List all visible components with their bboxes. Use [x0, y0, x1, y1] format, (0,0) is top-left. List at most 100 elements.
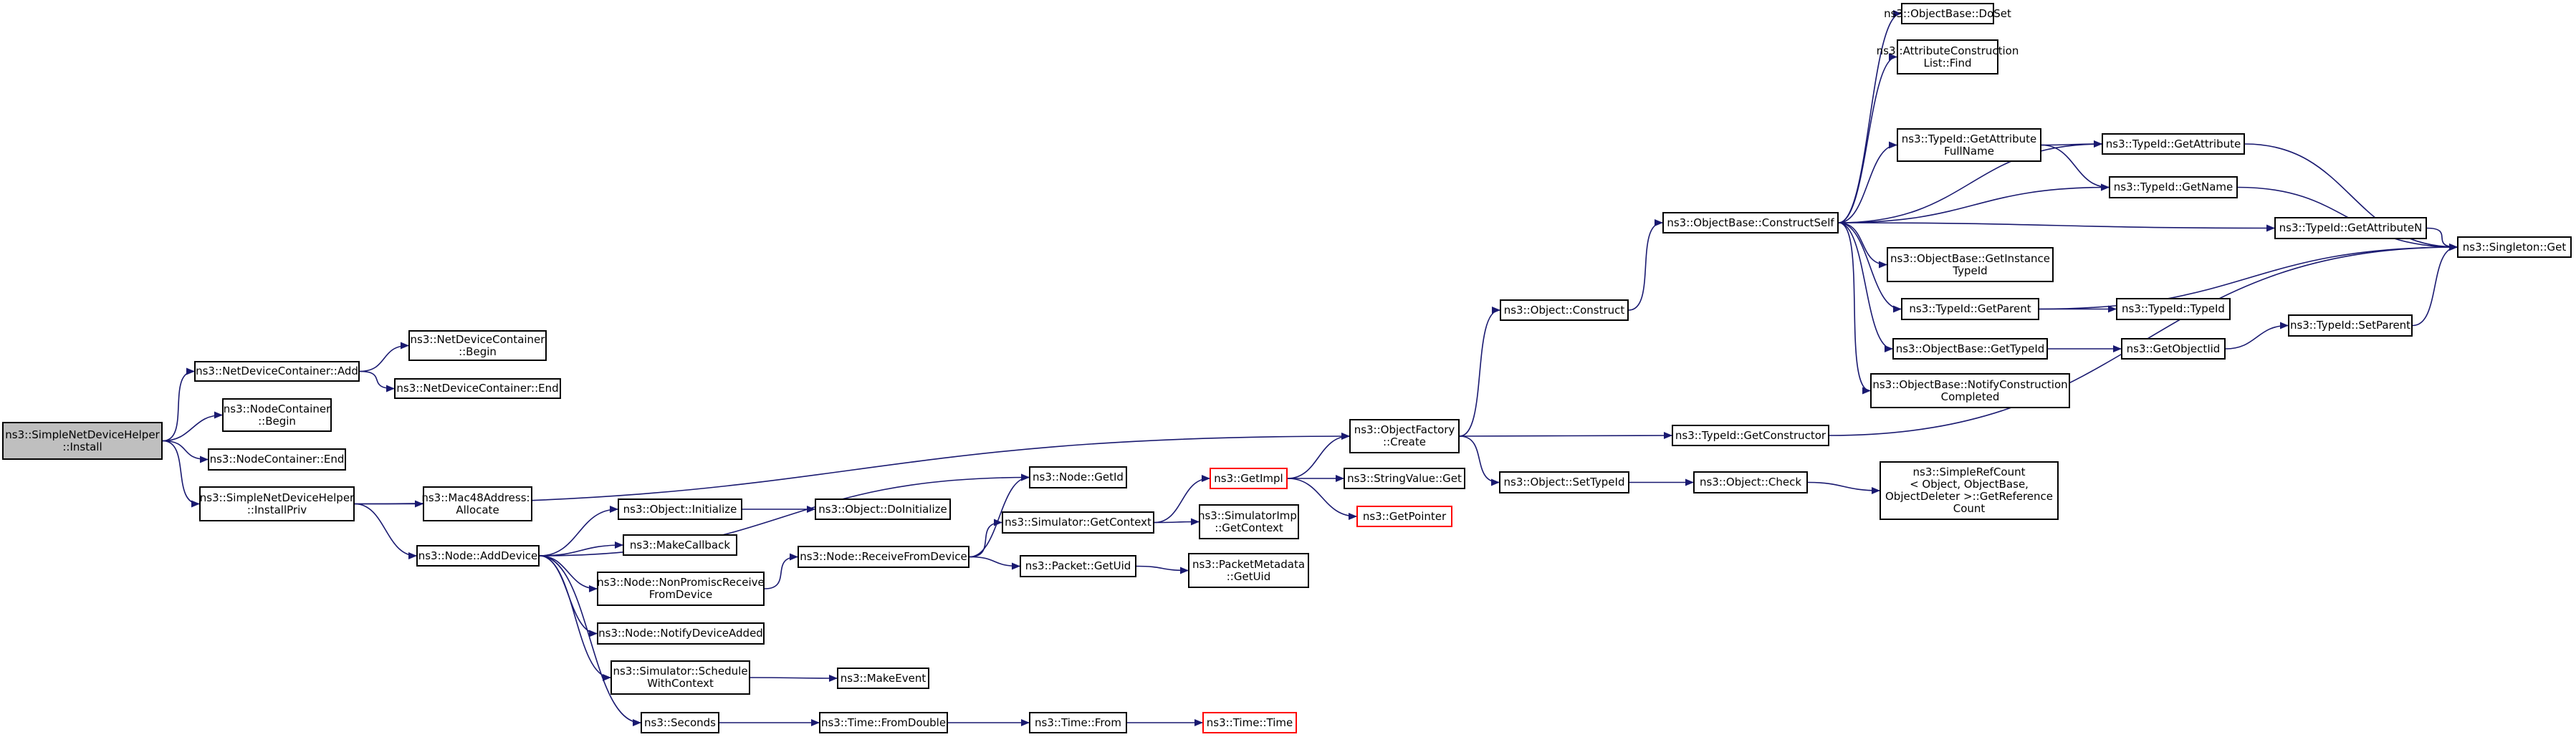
node-ns3-attributeconstruction-list-find[interactable]: ns3::AttributeConstruction List::Find: [1877, 39, 2019, 74]
node-label: ns3::GetPointer: [1362, 509, 1447, 523]
node-ns3-objectbase-constructself[interactable]: ns3::ObjectBase::ConstructSelf: [1662, 212, 1839, 233]
node-ns3-typeid-getattribute[interactable]: ns3::TypeId::GetAttribute: [2102, 133, 2245, 155]
node-ns3-simplerefcount-object-objectbase-objectdeleter-getreference-count[interactable]: ns3::SimpleRefCount < Object, ObjectBase…: [1880, 461, 2059, 520]
node-ns3-time-from[interactable]: ns3::Time::From: [1029, 712, 1127, 733]
edge-n_tid_getattrfull-to-n_tid_getname: [2041, 144, 2110, 191]
node-ns3-objectbase-gettypeid[interactable]: ns3::ObjectBase::GetTypeId: [1892, 338, 2048, 360]
node-label: ns3::SimpleNetDeviceHelper ::InstallPriv: [199, 491, 355, 516]
node-label: ns3::Node::NotifyDeviceAdded: [598, 627, 763, 640]
node-ns3-makecallback[interactable]: ns3::MakeCallback: [623, 534, 737, 556]
node-ns3-object-doinitialize[interactable]: ns3::Object::DoInitialize: [815, 498, 951, 520]
node-ns3-simulator-schedule-withcontext[interactable]: ns3::Simulator::Schedule WithContext: [611, 660, 750, 695]
node-label: ns3::SimulatorImpl ::GetContext: [1197, 509, 1301, 534]
node-ns3-typeid-getparent[interactable]: ns3::TypeId::GetParent: [1901, 298, 2039, 320]
node-ns3-simplenetdevicehelper-installpriv[interactable]: ns3::SimpleNetDeviceHelper ::InstallPriv: [199, 486, 355, 521]
node-label: ns3::Simulator::Schedule WithContext: [613, 665, 748, 690]
edge-n_ob_constructself-to-n_ob_getinsttid: [1838, 222, 1887, 269]
node-ns3-node-adddevice[interactable]: ns3::Node::AddDevice: [416, 545, 540, 567]
node-ns3-mac48address-allocate[interactable]: ns3::Mac48Address:: Allocate: [421, 486, 534, 521]
node-label: ns3::Mac48Address:: Allocate: [421, 491, 534, 516]
node-ns3-simplenetdevicehelper-install: ns3::SimpleNetDeviceHelper ::Install: [2, 422, 163, 460]
edge-n_install-to-n_nc_begin: [162, 411, 223, 442]
node-ns3-packetmetadata-getuid[interactable]: ns3::PacketMetadata ::GetUid: [1188, 553, 1309, 588]
node-ns3-simulatorimpl-getcontext[interactable]: ns3::SimulatorImpl ::GetContext: [1197, 504, 1301, 539]
edge-n_adddevice-to-n_makecallback: [539, 541, 623, 557]
edge-n_nonpromisc-to-n_recvdev: [764, 553, 798, 589]
edge-n_tid_setparent-to-n_singleton: [2412, 244, 2458, 327]
edge-n_getimpl-to-n_of_create: [1287, 433, 1350, 479]
node-label: ns3::TypeId::GetAttribute: [2105, 137, 2241, 150]
node-ns3-time-fromdouble[interactable]: ns3::Time::FromDouble: [819, 712, 948, 733]
edge-n_recvdev-to-n_pkt_getuid: [969, 556, 1020, 570]
node-ns3-objectbase-notifyconstruction-completed[interactable]: ns3::ObjectBase::NotifyConstruction Comp…: [1870, 373, 2070, 408]
edge-n_of_create-to-n_tid_getctor: [1459, 432, 1672, 440]
node-label: ns3::Node::AddDevice: [418, 549, 538, 562]
node-label: ns3::TypeId::SetParent: [2289, 319, 2411, 332]
node-ns3-makeevent[interactable]: ns3::MakeEvent: [837, 668, 929, 689]
node-label: ns3::PacketMetadata ::GetUid: [1192, 557, 1306, 583]
node-label: ns3::MakeCallback: [629, 538, 731, 551]
node-label: ns3::SimpleNetDeviceHelper ::Install: [5, 428, 160, 453]
node-ns3-object-settypeid[interactable]: ns3::Object::SetTypeId: [1499, 471, 1629, 493]
node-ns3-stringvalue-get[interactable]: ns3::StringValue::Get: [1344, 468, 1465, 489]
edge-n_of_create-to-n_obj_construct: [1459, 307, 1500, 437]
node-label: ns3::AttributeConstruction List::Find: [1876, 44, 2019, 69]
node-ns3-packet-getuid[interactable]: ns3::Packet::GetUid: [1020, 555, 1136, 577]
node-label: ns3::Seconds: [644, 716, 716, 729]
node-ns3-getpointer[interactable]: ns3::GetPointer: [1356, 506, 1452, 527]
node-label: ns3::StringValue::Get: [1347, 471, 1462, 485]
edge-n_ob_constructself-to-n_ob_notify: [1838, 222, 1871, 395]
node-ns3-getobjectiid[interactable]: ns3::GetObjectIid: [2121, 338, 2226, 360]
node-label: ns3::TypeId::TypeId: [2122, 302, 2225, 315]
node-ns3-getimpl[interactable]: ns3::GetImpl: [1210, 468, 1288, 489]
node-label: ns3::NetDeviceContainer::Add: [196, 365, 358, 377]
edge-n_obj_check-to-n_refcount: [1807, 481, 1880, 494]
node-ns3-netdevicecontainer-add[interactable]: ns3::NetDeviceContainer::Add: [194, 361, 360, 382]
node-label: ns3::Packet::GetUid: [1025, 559, 1131, 572]
node-ns3-time-time[interactable]: ns3::Time::Time: [1202, 712, 1297, 733]
node-ns3-typeid-getconstructor[interactable]: ns3::TypeId::GetConstructor: [1672, 425, 1829, 446]
edge-n_installpriv-to-n_adddevice: [354, 503, 417, 559]
node-ns3-node-receivefromdevice[interactable]: ns3::Node::ReceiveFromDevice: [798, 546, 969, 568]
node-ns3-typeid-setparent[interactable]: ns3::TypeId::SetParent: [2288, 314, 2413, 337]
node-ns3-objectfactory-create[interactable]: ns3::ObjectFactory ::Create: [1349, 419, 1460, 453]
node-ns3-node-getid[interactable]: ns3::Node::GetId: [1029, 466, 1127, 488]
node-label: ns3::ObjectBase::DoSet: [1884, 6, 2011, 20]
node-ns3-object-initialize[interactable]: ns3::Object::Initialize: [618, 498, 742, 520]
node-ns3-typeid-getattributen[interactable]: ns3::TypeId::GetAttributeN: [2274, 217, 2427, 239]
node-label: ns3::Simulator::GetContext: [1005, 516, 1151, 529]
edge-n_ndc_add-to-n_ndc_begin: [359, 342, 409, 372]
edge-n_getimpl-to-n_getpointer: [1287, 478, 1357, 520]
node-ns3-objectbase-doset[interactable]: ns3::ObjectBase::DoSet: [1884, 3, 2011, 24]
edge-n_sim_getctx-to-n_getimpl: [1154, 475, 1210, 524]
edge-n_tid_getparent-to-n_singleton: [2039, 244, 2458, 310]
edge-n_adddevice-to-n_nonpromisc: [539, 555, 598, 592]
node-ns3-seconds[interactable]: ns3::Seconds: [641, 712, 719, 733]
edge-n_recvdev-to-n_sim_getctx: [969, 519, 1002, 558]
node-ns3-node-notifydeviceadded[interactable]: ns3::Node::NotifyDeviceAdded: [597, 622, 765, 645]
node-ns3-typeid-getname[interactable]: ns3::TypeId::GetName: [2109, 176, 2238, 198]
node-ns3-object-check[interactable]: ns3::Object::Check: [1693, 471, 1808, 493]
node-label: ns3::TypeId::GetConstructor: [1675, 428, 1826, 442]
edge-n_ob_constructself-to-n_tid_getattrn: [1838, 222, 2275, 232]
node-ns3-typeid-getattribute-fullname[interactable]: ns3::TypeId::GetAttribute FullName: [1897, 128, 2041, 162]
node-ns3-node-nonpromiscreceive-fromdevice[interactable]: ns3::Node::NonPromiscReceive FromDevice: [597, 572, 765, 606]
edge-n_recvdev-to-n_node_getid: [969, 473, 1030, 558]
node-ns3-netdevicecontainer-end[interactable]: ns3::NetDeviceContainer::End: [394, 378, 561, 399]
node-label: ns3::ObjectFactory ::Create: [1354, 423, 1455, 448]
node-label: ns3::NodeContainer ::Begin: [223, 402, 331, 428]
node-ns3-typeid-typeid[interactable]: ns3::TypeId::TypeId: [2116, 298, 2231, 320]
node-ns3-simulator-getcontext[interactable]: ns3::Simulator::GetContext: [1002, 511, 1154, 534]
edge-n_adddevice-to-n_node_getid: [539, 473, 1030, 557]
node-ns3-objectbase-getinstance-typeid[interactable]: ns3::ObjectBase::GetInstance TypeId: [1887, 247, 2054, 282]
node-ns3-netdevicecontainer-begin[interactable]: ns3::NetDeviceContainer ::Begin: [408, 330, 547, 361]
node-ns3-nodecontainer-begin[interactable]: ns3::NodeContainer ::Begin: [222, 398, 332, 432]
node-label: ns3::ObjectBase::GetInstance TypeId: [1890, 251, 2050, 277]
node-ns3-singleton-get[interactable]: ns3::Singleton::Get: [2457, 236, 2572, 258]
node-ns3-object-construct[interactable]: ns3::Object::Construct: [1500, 299, 1629, 321]
node-label: ns3::MakeEvent: [840, 671, 927, 685]
node-ns3-nodecontainer-end[interactable]: ns3::NodeContainer::End: [208, 448, 346, 471]
node-label: ns3::ObjectBase::NotifyConstruction Comp…: [1872, 377, 2068, 403]
